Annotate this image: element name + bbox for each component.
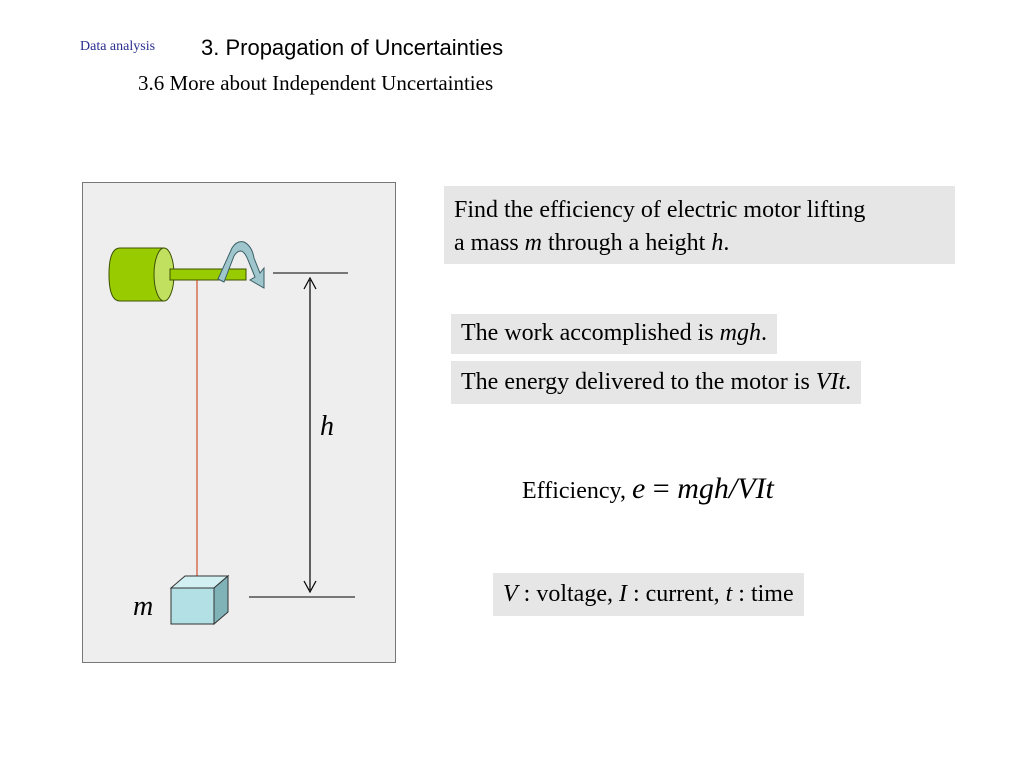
problem-text: . bbox=[723, 230, 730, 256]
var-v: V bbox=[503, 581, 518, 607]
energy-end: . bbox=[845, 369, 852, 395]
legend-text: : voltage, bbox=[517, 581, 619, 607]
equals-sign: = bbox=[645, 472, 678, 505]
efficiency-rhs: mgh/VIt bbox=[677, 472, 774, 505]
height-arrow-bottom-head bbox=[303, 580, 317, 594]
var-i: I bbox=[618, 581, 627, 607]
variable-legend-box: V : voltage, I : current, t : time bbox=[493, 573, 804, 616]
mass-label: m bbox=[133, 591, 153, 622]
problem-line-1: Find the efficiency of electric motor li… bbox=[454, 197, 866, 223]
rotation-arrow-icon bbox=[217, 241, 265, 289]
problem-line-2: a mass m through a height h. bbox=[454, 227, 945, 260]
problem-statement-box: Find the efficiency of electric motor li… bbox=[444, 186, 955, 264]
efficiency-label: Efficiency, bbox=[522, 478, 632, 504]
work-statement-box: The work accomplished is mgh. bbox=[451, 314, 777, 354]
efficiency-lhs: e bbox=[631, 472, 646, 505]
header-tag: Data analysis bbox=[80, 39, 156, 54]
var-m: m bbox=[524, 230, 542, 256]
var-h: h bbox=[711, 230, 724, 256]
energy-var: VIt bbox=[815, 369, 846, 395]
problem-text: a mass bbox=[454, 230, 525, 256]
efficiency-equation: e = mgh/VIt bbox=[632, 472, 774, 505]
motor-body bbox=[108, 247, 165, 302]
motor-diagram: h m bbox=[108, 241, 355, 626]
energy-text: The energy delivered to the motor is bbox=[461, 369, 816, 395]
mass-cube-front bbox=[170, 587, 215, 625]
work-end: . bbox=[760, 320, 767, 346]
var-t: t bbox=[725, 581, 733, 607]
section-title: 3.6 More about Independent Uncertainties bbox=[138, 71, 494, 95]
efficiency-formula: Efficiency, e = mgh/VIt bbox=[522, 472, 774, 506]
legend-text: : current, bbox=[626, 581, 726, 607]
chapter-title: 3. Propagation of Uncertainties bbox=[201, 35, 504, 60]
legend-text: : time bbox=[732, 581, 794, 607]
energy-statement-box: The energy delivered to the motor is VIt… bbox=[451, 361, 862, 404]
motor-shaft bbox=[169, 268, 247, 281]
work-var: mgh bbox=[719, 320, 761, 346]
problem-text: through a height bbox=[542, 230, 712, 256]
work-text: The work accomplished is bbox=[461, 320, 720, 346]
height-label: h bbox=[320, 411, 334, 442]
height-arrow-top-head bbox=[303, 276, 317, 290]
